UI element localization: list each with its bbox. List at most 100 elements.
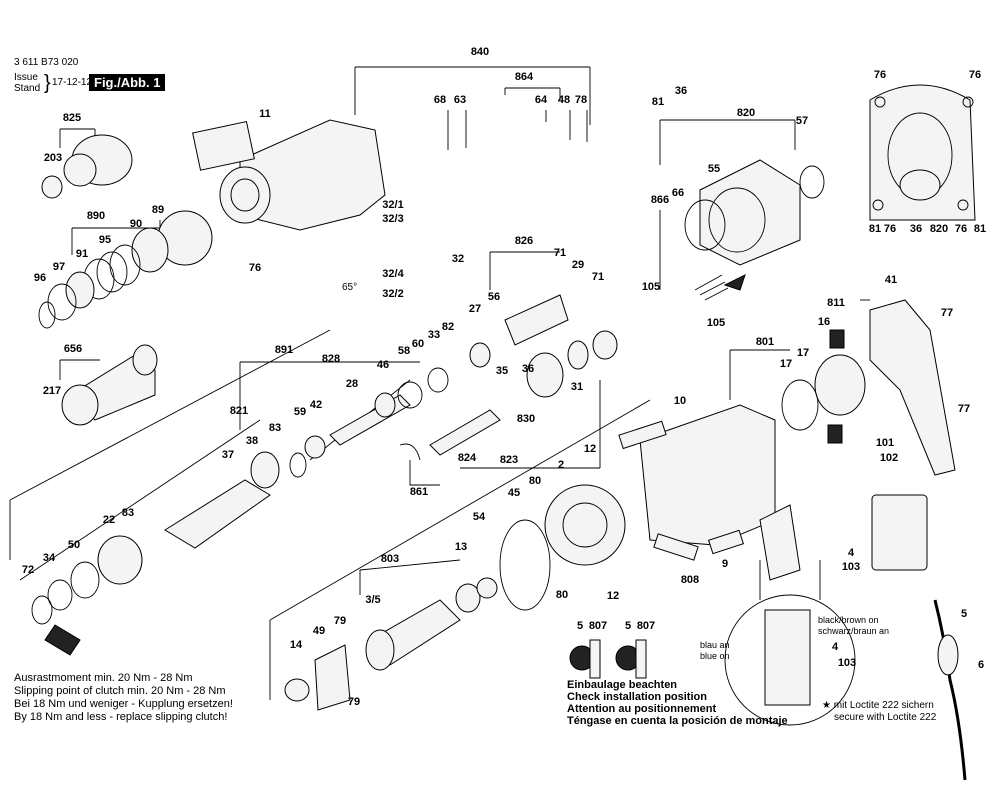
- part-number-label: 63: [454, 94, 466, 106]
- part-number-label: 79: [334, 615, 346, 627]
- part-number-label: 36: [522, 363, 534, 375]
- motor-housing: [618, 404, 801, 581]
- angle-label: 65°: [342, 282, 357, 293]
- part-number-label: 82: [442, 321, 454, 333]
- part-number-label: 823: [500, 454, 518, 466]
- part-number-label: 820: [737, 107, 755, 119]
- part-number-label: 58: [398, 345, 410, 357]
- part-number-label: 103: [842, 561, 860, 573]
- power-cable: [933, 599, 967, 781]
- loctite-note-line: ★ mit Loctite 222 sichern: [822, 700, 934, 711]
- part-number-label: 50: [68, 539, 80, 551]
- part-number-label: 89: [152, 204, 164, 216]
- issue-brace: }: [44, 72, 51, 94]
- part-number-label: 90: [130, 218, 142, 230]
- part-number-label: 81: [869, 223, 881, 235]
- wiring-schwarz-braun-label: schwarz/braun an: [818, 626, 889, 636]
- part-number-label: 83: [269, 422, 281, 434]
- part-number-label: 32: [452, 253, 464, 265]
- hammer-housing: [192, 119, 386, 231]
- part-number-label: 103: [838, 657, 856, 669]
- part-number-label: 96: [34, 272, 46, 284]
- part-number-label: 91: [76, 248, 88, 260]
- part-number-label: 890: [87, 210, 105, 222]
- part-number-label: 825: [63, 112, 81, 124]
- part-number-label: 826: [515, 235, 533, 247]
- part-number-label: 32/1: [382, 199, 403, 211]
- part-number-label: 861: [410, 486, 428, 498]
- part-number-label: 830: [517, 413, 535, 425]
- armature-3-5: [284, 577, 498, 711]
- part-number-label: 72: [22, 564, 34, 576]
- part-number-label: 17: [780, 358, 792, 370]
- note-line: Bei 18 Nm und weniger - Kupplung ersetze…: [14, 698, 233, 710]
- part-number-label: 14: [290, 639, 303, 651]
- part-number-label: 811: [827, 297, 845, 309]
- part-number-label: 105: [707, 317, 725, 329]
- part-number-label: 41: [885, 274, 897, 286]
- handle-41: [869, 299, 956, 476]
- part-number-label: 820: [930, 223, 948, 235]
- part-number-label: 76: [874, 69, 886, 81]
- part-number-label: 16: [818, 316, 830, 328]
- part-number-label: 77: [941, 307, 953, 319]
- wiring-detail: [724, 594, 856, 726]
- intermediate-shaft-828: [304, 367, 449, 459]
- part-number-label: 32/3: [382, 213, 403, 225]
- part-number-label: 203: [44, 152, 62, 164]
- part-number-label: 5: [577, 620, 583, 632]
- part-number-label: 4: [848, 547, 855, 559]
- issue-label: Issue: [14, 72, 38, 83]
- part-number-label: 12: [607, 590, 619, 602]
- part-number-label: 803: [381, 553, 399, 565]
- part-number-label: 42: [310, 399, 322, 411]
- leader-lines: [9, 66, 870, 700]
- part-number-label: 22: [103, 514, 115, 526]
- wiring-blau-an-label: blau an: [700, 640, 730, 650]
- wiring-blue-on-label: blue on: [700, 651, 730, 661]
- part-number-label: 77: [958, 403, 970, 415]
- part-number-label: 76: [884, 223, 896, 235]
- part-number-label: 80: [529, 475, 541, 487]
- part-number-label: 81: [974, 223, 986, 235]
- installation-markers: [569, 639, 647, 679]
- part-number-label: 32/4: [382, 268, 404, 280]
- loctite-notes: ★ mit Loctite 222 sichern secure with Lo…: [822, 700, 936, 724]
- part-number-label: 59: [294, 406, 306, 418]
- part-number-label: 83: [122, 507, 134, 519]
- part-number-label: 801: [756, 336, 774, 348]
- part-number-label: 807: [589, 620, 607, 632]
- part-number-label: 3/5: [365, 594, 380, 606]
- hammer-mechanism-821: [31, 451, 307, 656]
- part-number-label: 71: [554, 247, 566, 259]
- part-number-label: 864: [515, 71, 534, 83]
- part-number-label: 866: [651, 194, 669, 206]
- part-number-label: 824: [458, 452, 477, 464]
- part-number-label: 66: [672, 187, 684, 199]
- part-number-label: 56: [488, 291, 500, 303]
- part-number-label: 656: [64, 343, 82, 355]
- part-number-label: 76: [969, 69, 981, 81]
- part-number-label: 821: [230, 405, 248, 417]
- part-number-label: 81: [652, 96, 664, 108]
- part-number-label: 31: [571, 381, 583, 393]
- part-number-label: 48: [558, 94, 570, 106]
- part-number-label: 5: [625, 620, 631, 632]
- part-number-label: 808: [681, 574, 699, 586]
- part-number-label: 840: [471, 46, 489, 58]
- stator-2: [499, 484, 626, 611]
- part-number-label: 95: [99, 234, 111, 246]
- gear-housing-820: [684, 159, 825, 301]
- install-position-notes: Einbaulage beachten Check installation p…: [567, 679, 788, 727]
- part-number-label: 80: [556, 589, 568, 601]
- note-line: Slipping point of clutch min. 20 Nm - 28…: [14, 685, 226, 697]
- part-number-label: 12: [584, 443, 596, 455]
- part-number-label: 37: [222, 449, 234, 461]
- part-number-label: 217: [43, 385, 61, 397]
- doc-number: 3 611 B73 020: [14, 57, 79, 68]
- part-number-label: 5: [961, 608, 967, 620]
- part-number-label: 45: [508, 487, 520, 499]
- part-number-label: 27: [469, 303, 481, 315]
- part-number-label: 55: [708, 163, 720, 175]
- clutch-notes: Ausrastmoment min. 20 Nm - 28 Nm Slippin…: [14, 672, 233, 724]
